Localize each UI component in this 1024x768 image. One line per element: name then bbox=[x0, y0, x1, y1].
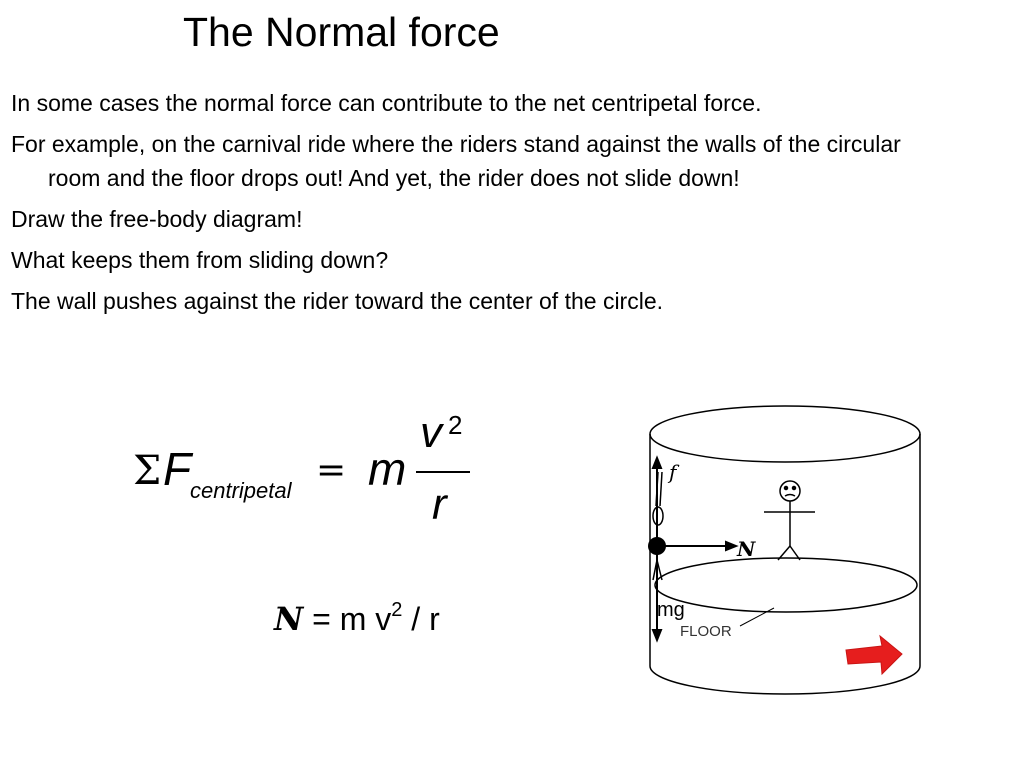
normal-symbol: N bbox=[274, 600, 304, 638]
friction-label: f bbox=[669, 460, 677, 484]
bullet-item: The wall pushes against the rider toward… bbox=[11, 288, 664, 314]
sigma-symbol: Σ bbox=[133, 448, 162, 494]
bullet-item: For example, on the carnival ride where … bbox=[11, 131, 901, 191]
equation-exponent: 2 bbox=[391, 599, 403, 621]
bullet-item: Draw the free-body diagram! bbox=[11, 206, 303, 232]
cylinder-top bbox=[649, 405, 921, 463]
velocity-numerator: v bbox=[420, 408, 442, 457]
mass-symbol: m bbox=[368, 443, 407, 495]
cylinder-bottom bbox=[649, 665, 921, 695]
equation-middle: = m v bbox=[303, 601, 392, 637]
carnival-ride-diagram bbox=[648, 405, 921, 695]
rotation-arrow bbox=[845, 634, 903, 676]
floor-ellipse bbox=[654, 557, 918, 613]
floor-label: FLOOR bbox=[680, 623, 732, 640]
centripetal-force-formula: Σ F centripetal = m v 2 r bbox=[130, 400, 490, 540]
bullet-list: In some cases the normal force can contr… bbox=[11, 86, 911, 325]
slide-title: The Normal force bbox=[183, 9, 500, 55]
bullet-item: In some cases the normal force can contr… bbox=[11, 90, 762, 116]
bullet-item: What keeps them from sliding down? bbox=[11, 247, 389, 273]
center-stick-figure bbox=[764, 480, 815, 561]
force-symbol: F bbox=[163, 443, 192, 495]
velocity-exponent: 2 bbox=[448, 410, 463, 440]
rider-point bbox=[648, 537, 666, 555]
equals-sign: = bbox=[316, 450, 347, 491]
normal-force-equation: N = m v2 / r bbox=[274, 600, 440, 638]
centripetal-subscript: centripetal bbox=[190, 478, 292, 503]
weight-label: mg bbox=[657, 599, 685, 621]
normal-label: N bbox=[737, 537, 756, 561]
floor-leader-line bbox=[739, 607, 775, 627]
fraction-bar bbox=[416, 471, 470, 473]
equation-tail: / r bbox=[402, 601, 440, 637]
radius-denominator: r bbox=[432, 480, 447, 529]
